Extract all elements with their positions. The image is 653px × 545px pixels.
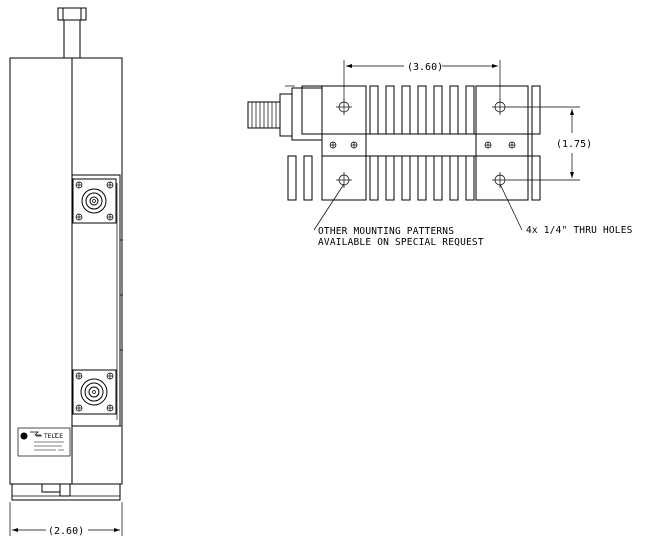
note-mounting-patterns-line1: OTHER MOUNTING PATTERNS [318, 226, 454, 237]
top-mounting-tab [57, 7, 87, 59]
side-fin-marks [120, 239, 123, 351]
manufacturer-label-icon: TELT CE [17, 427, 71, 457]
top-dimension-label: (3.60) [407, 62, 443, 73]
svg-text:TELT: TELT [43, 433, 58, 440]
note-thru-holes: 4x 1/4" THRU HOLES [526, 225, 633, 236]
note-mounting-patterns-line2: AVAILABLE ON SPECIAL REQUEST [318, 237, 484, 248]
bottom-base [11, 483, 121, 501]
right-dimension-label: (1.75) [556, 139, 592, 150]
right-dimension [508, 106, 580, 181]
svg-text:CE: CE [55, 433, 63, 440]
note-leaders [313, 183, 523, 231]
mounting-blocks [321, 85, 529, 201]
side-view: TELT CE (2.60) [9, 7, 123, 537]
width-dimension-label: (2.60) [48, 526, 84, 537]
n-type-connector-flange-icon [72, 178, 117, 224]
end-view: (3.60) (1.75) OTHER MOUNTING PATTERNS AV… [247, 60, 633, 248]
top-dimension [343, 60, 501, 100]
thru-hole-crosshair-icon [336, 99, 508, 188]
width-dimension [9, 502, 123, 536]
body-outline [9, 57, 123, 485]
n-type-connector-flange-icon [72, 369, 117, 415]
screw-marks [329, 141, 516, 149]
n-type-connector-icon [247, 85, 325, 141]
